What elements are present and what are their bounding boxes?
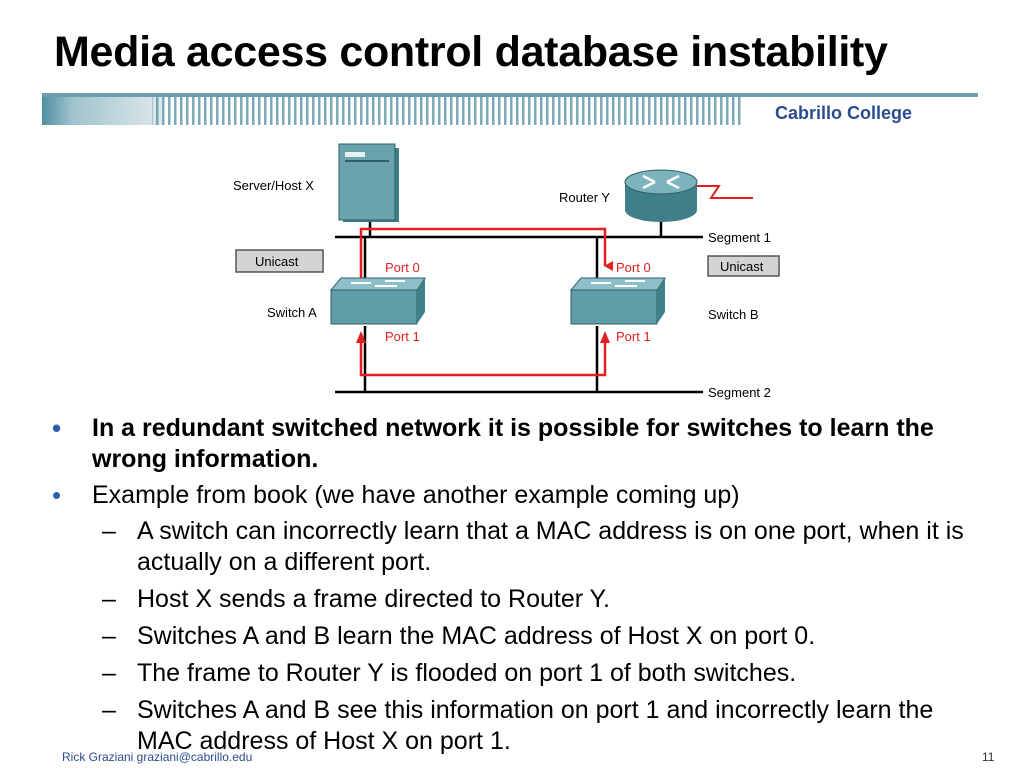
frame-path-bottom (359, 333, 607, 377)
unicast-box-left (235, 249, 324, 273)
arrow-b-port1 (600, 331, 610, 343)
switch-a-port1-label: Port 1 (385, 329, 420, 344)
switch-a-port0-label: Port 0 (385, 260, 420, 275)
server-label: Server/Host X (233, 178, 314, 193)
bullet-dot-icon: • (52, 480, 62, 510)
sub-bullet-item: – Host X sends a frame directed to Route… (52, 584, 982, 615)
router-label: Router Y (559, 190, 610, 205)
sub-bullet-item: – The frame to Router Y is flooded on po… (52, 658, 982, 689)
sub-bullet-text: Switches A and B learn the MAC address o… (137, 622, 816, 650)
arrow-a-port1 (356, 331, 366, 343)
sub-bullet-item: – Switches A and B learn the MAC address… (52, 621, 982, 652)
dash-icon: – (102, 622, 116, 650)
switch-a-label: Switch A (267, 305, 317, 320)
brand-name: Cabrillo College (775, 103, 913, 123)
sub-bullet-text: Switches A and B see this information on… (137, 696, 934, 755)
switch-b-port1-label: Port 1 (616, 329, 651, 344)
dash-icon: – (102, 659, 116, 687)
bullet-list: • In a redundant switched network it is … (52, 413, 982, 763)
unicast-right-label: Unicast (720, 259, 764, 274)
segment-2-label: Segment 2 (708, 385, 771, 400)
unicast-left-label: Unicast (255, 254, 299, 269)
sub-bullet-item: – A switch can incorrectly learn that a … (52, 516, 982, 578)
unicast-box-right (707, 255, 780, 277)
sub-bullet-item: – Switches A and B see this information … (52, 695, 982, 757)
bullet-item: • Example from book (we have another exa… (52, 480, 982, 511)
switch-b-label: Switch B (708, 307, 759, 322)
frame-path-top (359, 227, 613, 278)
sub-bullet-text: A switch can incorrectly learn that a MA… (137, 517, 964, 576)
segment-1-label: Segment 1 (708, 230, 771, 245)
dash-icon: – (102, 696, 116, 724)
bullet-text: In a redundant switched network it is po… (92, 414, 934, 473)
bullet-item: • In a redundant switched network it is … (52, 413, 982, 475)
dash-icon: – (102, 585, 116, 613)
switch-b-port0-label: Port 0 (616, 260, 651, 275)
router-icon (624, 169, 698, 222)
sub-bullet-text: The frame to Router Y is flooded on port… (137, 659, 797, 687)
serial-link (697, 185, 753, 199)
bullet-text: Example from book (we have another examp… (92, 481, 740, 509)
footer-author: Rick Graziani graziani@cabrillo.edu (62, 750, 253, 764)
header-stripe-band (42, 93, 978, 125)
network-diagram: Server/Host X Router Y Segment 1 Segment… (233, 143, 780, 400)
page-number: 11 (982, 750, 995, 764)
dash-icon: – (102, 517, 116, 545)
switch-b-icon (569, 277, 666, 325)
server-icon (338, 143, 399, 222)
slide-title: Media access control database instabilit… (54, 28, 888, 76)
bullet-dot-icon: • (52, 413, 62, 443)
sub-bullet-text: Host X sends a frame directed to Router … (137, 585, 610, 613)
switch-a-icon (329, 277, 426, 325)
